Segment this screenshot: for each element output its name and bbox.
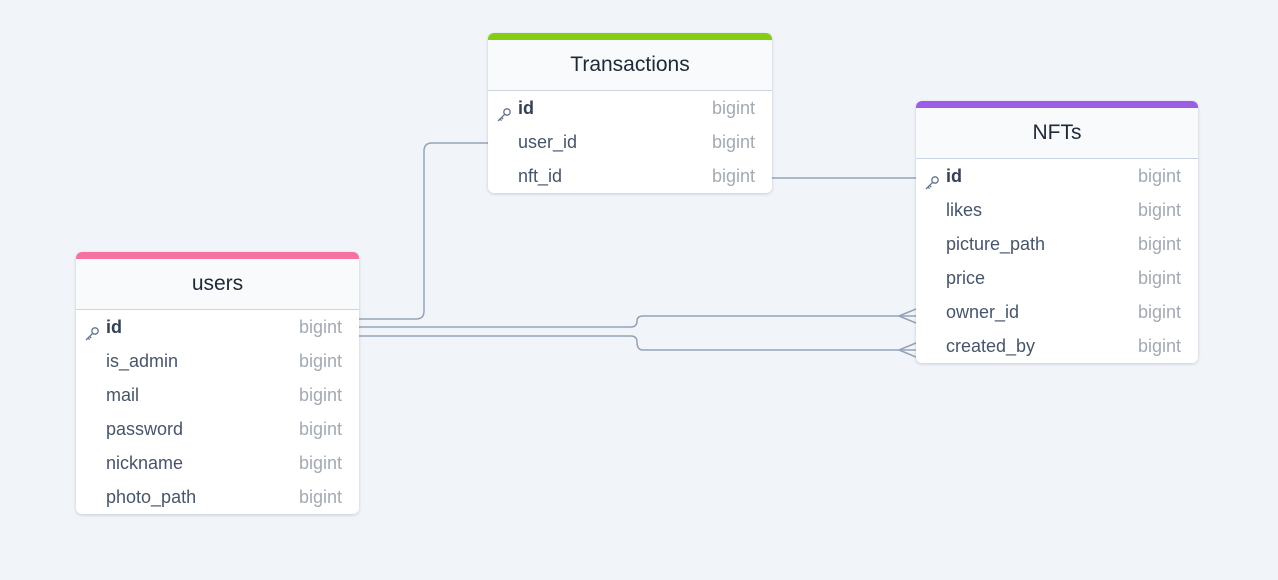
column-type: bigint bbox=[1137, 336, 1181, 356]
column-type: bigint bbox=[1137, 302, 1181, 322]
column-row-is-admin[interactable]: is_admin bigint bbox=[76, 344, 359, 378]
table-color-bar bbox=[76, 252, 359, 259]
column-name: owner_id bbox=[946, 302, 1020, 322]
column-row-price[interactable]: price bigint bbox=[916, 261, 1198, 295]
column-type: bigint bbox=[298, 419, 342, 439]
column-row-password[interactable]: password bigint bbox=[76, 412, 359, 446]
column-row-mail[interactable]: mail bigint bbox=[76, 378, 359, 412]
table-color-bar bbox=[916, 101, 1198, 108]
column-row-id[interactable]: id bigint bbox=[76, 310, 359, 344]
crow-foot-owner-id bbox=[898, 308, 917, 324]
table-title[interactable]: users bbox=[76, 259, 359, 310]
column-row-user-id[interactable]: user_id bigint bbox=[488, 125, 772, 159]
column-name: id bbox=[946, 166, 962, 186]
column-name: id bbox=[106, 317, 122, 337]
relation-users-id-nfts-created-by[interactable] bbox=[359, 335, 916, 351]
column-type: bigint bbox=[1137, 234, 1181, 254]
table-nfts[interactable]: NFTs id bigint likes bigint picture_path… bbox=[916, 101, 1198, 363]
column-type: bigint bbox=[711, 98, 755, 118]
column-name: price bbox=[946, 268, 986, 288]
column-type: bigint bbox=[298, 317, 342, 337]
relation-users-id-nfts-owner-id[interactable] bbox=[359, 315, 916, 328]
column-name: likes bbox=[946, 200, 983, 220]
column-name: created_by bbox=[946, 336, 1036, 356]
column-name: user_id bbox=[518, 132, 578, 152]
table-users[interactable]: users id bigint is_admin bigint mail big… bbox=[76, 252, 359, 514]
column-name: photo_path bbox=[106, 487, 197, 507]
column-type: bigint bbox=[1137, 166, 1181, 186]
column-name: nickname bbox=[106, 453, 184, 473]
column-row-photo-path[interactable]: photo_path bigint bbox=[76, 480, 359, 514]
column-name: nft_id bbox=[518, 166, 563, 186]
column-type: bigint bbox=[711, 166, 755, 186]
column-type: bigint bbox=[1137, 200, 1181, 220]
column-name: mail bbox=[106, 385, 140, 405]
column-type: bigint bbox=[1137, 268, 1181, 288]
column-type: bigint bbox=[298, 487, 342, 507]
column-row-likes[interactable]: likes bigint bbox=[916, 193, 1198, 227]
key-icon bbox=[496, 100, 512, 122]
column-type: bigint bbox=[298, 351, 342, 371]
column-row-nickname[interactable]: nickname bigint bbox=[76, 446, 359, 480]
table-title[interactable]: Transactions bbox=[488, 40, 772, 91]
column-name: id bbox=[518, 98, 534, 118]
column-name: password bbox=[106, 419, 184, 439]
column-type: bigint bbox=[711, 132, 755, 152]
column-type: bigint bbox=[298, 385, 342, 405]
key-icon bbox=[84, 319, 100, 341]
table-title[interactable]: NFTs bbox=[916, 108, 1198, 159]
column-row-owner-id[interactable]: owner_id bigint bbox=[916, 295, 1198, 329]
column-row-id[interactable]: id bigint bbox=[916, 159, 1198, 193]
column-name: picture_path bbox=[946, 234, 1046, 254]
column-row-created-by[interactable]: created_by bigint bbox=[916, 329, 1198, 363]
relation-users-id-transactions-user-id[interactable] bbox=[359, 142, 488, 320]
key-icon bbox=[924, 168, 940, 190]
column-row-id[interactable]: id bigint bbox=[488, 91, 772, 125]
column-type: bigint bbox=[298, 453, 342, 473]
crow-foot-created-by bbox=[898, 342, 917, 358]
column-name: is_admin bbox=[106, 351, 179, 371]
column-row-nft-id[interactable]: nft_id bigint bbox=[488, 159, 772, 193]
table-color-bar bbox=[488, 33, 772, 40]
column-row-picture-path[interactable]: picture_path bigint bbox=[916, 227, 1198, 261]
table-transactions[interactable]: Transactions id bigint user_id bigint nf… bbox=[488, 33, 772, 193]
